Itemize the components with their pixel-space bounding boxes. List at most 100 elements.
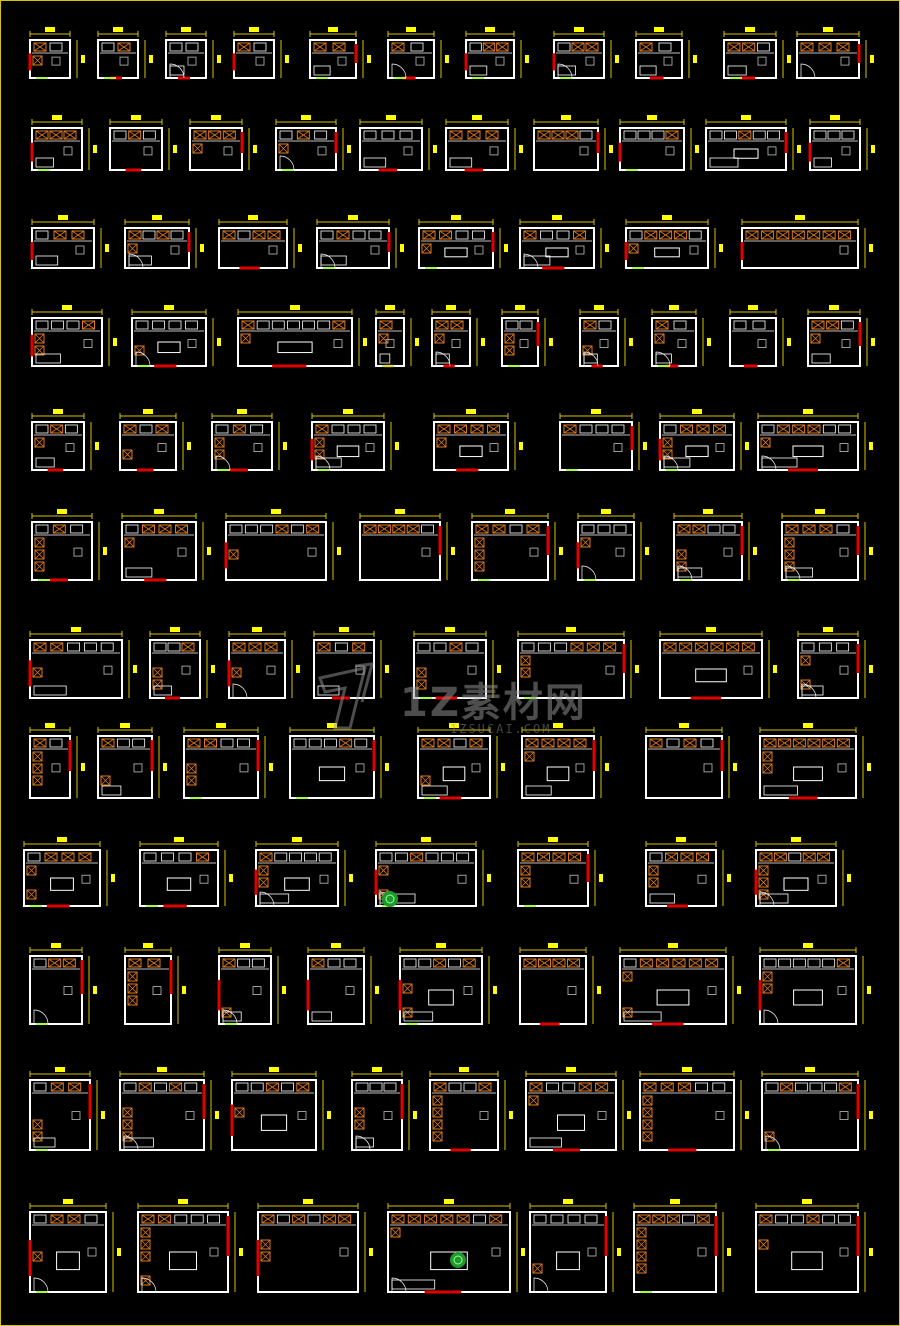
kitchen-plan bbox=[429, 1067, 513, 1152]
kitchen-plan bbox=[659, 627, 777, 700]
kitchen-plan bbox=[808, 115, 875, 171]
kitchen-plan bbox=[723, 27, 791, 80]
kitchen-plan bbox=[189, 115, 257, 171]
kitchen-plan bbox=[519, 943, 601, 1026]
kitchen-plan bbox=[755, 1199, 873, 1293]
kitchen-plan bbox=[211, 409, 287, 472]
kitchen-plan bbox=[119, 1067, 219, 1151]
kitchen-plan bbox=[97, 723, 167, 799]
kitchen-plan bbox=[651, 305, 711, 368]
kitchen-plan bbox=[529, 1199, 621, 1293]
kitchen-plan bbox=[761, 1067, 873, 1151]
kitchen-plan bbox=[759, 723, 871, 800]
kitchen-plan bbox=[619, 943, 741, 1026]
kitchen-plan bbox=[639, 1067, 749, 1152]
kitchen-plan bbox=[758, 943, 871, 1025]
kitchen-plan bbox=[635, 27, 697, 80]
kitchen-plan bbox=[254, 837, 353, 907]
kitchen-plan bbox=[464, 27, 529, 79]
kitchen-plan bbox=[374, 837, 491, 907]
kitchen-plan bbox=[417, 723, 505, 800]
kitchen-plan bbox=[306, 943, 379, 1025]
kitchen-plan bbox=[316, 215, 404, 269]
kitchen-plan bbox=[29, 723, 85, 799]
kitchen-plan bbox=[256, 1199, 373, 1293]
kitchen-plan bbox=[29, 1067, 105, 1151]
kitchen-plan bbox=[28, 1199, 121, 1293]
kitchen-plan bbox=[310, 409, 399, 471]
kitchen-plan bbox=[624, 215, 723, 269]
kitchen-plan bbox=[97, 27, 153, 80]
kitchen-plan bbox=[124, 215, 204, 269]
kitchen-plan bbox=[149, 627, 215, 700]
kitchen-plan bbox=[633, 1199, 731, 1293]
plans-layer bbox=[23, 27, 875, 1294]
kitchen-plan bbox=[781, 509, 873, 581]
kitchen-plan bbox=[796, 27, 874, 79]
kitchen-plan bbox=[232, 27, 289, 79]
kitchen-plan bbox=[183, 723, 273, 799]
kitchen-plan bbox=[237, 305, 367, 368]
kitchen-plan bbox=[119, 409, 191, 472]
kitchen-plan bbox=[309, 27, 371, 79]
kitchen-plan bbox=[413, 627, 501, 700]
kitchen-plan bbox=[517, 627, 639, 699]
kitchen-plan bbox=[131, 305, 221, 368]
kitchen-plan bbox=[517, 837, 603, 907]
kitchen-plan bbox=[576, 509, 649, 581]
kitchen-plan bbox=[124, 943, 186, 1025]
kitchen-plan bbox=[109, 115, 177, 172]
kitchen-plan bbox=[552, 27, 619, 79]
kitchen-plan bbox=[533, 115, 613, 171]
kitchen-plan bbox=[618, 115, 699, 171]
kitchen-plan bbox=[807, 305, 875, 367]
kitchen-plan bbox=[224, 509, 341, 581]
kitchen-plan bbox=[673, 509, 757, 581]
kitchen-plan bbox=[121, 509, 211, 582]
kitchen-plan bbox=[525, 1067, 631, 1152]
kitchen-plan bbox=[433, 409, 523, 472]
kitchen-plan bbox=[740, 215, 873, 269]
kitchen-plan bbox=[227, 627, 300, 699]
plant-icon bbox=[450, 1252, 466, 1268]
kitchen-plan bbox=[754, 837, 851, 907]
kitchen-plan bbox=[139, 837, 233, 908]
kitchen-plan bbox=[645, 837, 731, 908]
kitchen-plan bbox=[387, 27, 449, 80]
kitchen-plan bbox=[28, 27, 85, 79]
kitchen-plan bbox=[28, 627, 137, 699]
kitchen-plan bbox=[313, 627, 389, 700]
kitchen-plan bbox=[445, 115, 523, 172]
kitchen-plan bbox=[31, 509, 107, 582]
kitchen-plan bbox=[359, 115, 437, 172]
kitchen-plan bbox=[375, 305, 419, 368]
kitchen-plan bbox=[431, 305, 485, 368]
kitchen-plan bbox=[137, 1199, 243, 1293]
kitchen-plan bbox=[501, 305, 553, 367]
kitchen-plan bbox=[359, 509, 455, 581]
kitchen-plan bbox=[398, 943, 497, 1025]
kitchen-plan bbox=[275, 115, 351, 171]
kitchen-plan bbox=[579, 305, 633, 368]
kitchen-plan bbox=[658, 409, 749, 471]
kitchen-plan bbox=[797, 627, 873, 699]
kitchen-plan bbox=[230, 1067, 331, 1151]
kitchen-plan bbox=[705, 115, 801, 171]
kitchen-plan bbox=[30, 305, 117, 367]
kitchen-plan bbox=[729, 305, 791, 368]
kitchen-plan bbox=[23, 837, 115, 908]
kitchen-plan bbox=[29, 943, 97, 1025]
kitchen-plan bbox=[757, 409, 873, 472]
kitchen-plan bbox=[31, 409, 99, 472]
kitchen-plan bbox=[30, 215, 109, 269]
kitchen-plan bbox=[471, 509, 563, 581]
kitchen-plan bbox=[165, 27, 221, 80]
kitchen-plan bbox=[30, 115, 97, 171]
kitchen-plan bbox=[217, 943, 286, 1025]
kitchen-plan bbox=[387, 1199, 525, 1294]
plant-icon bbox=[382, 891, 398, 907]
kitchen-plan bbox=[418, 215, 508, 269]
kitchen-plan bbox=[519, 215, 609, 270]
kitchen-plan bbox=[289, 723, 389, 799]
